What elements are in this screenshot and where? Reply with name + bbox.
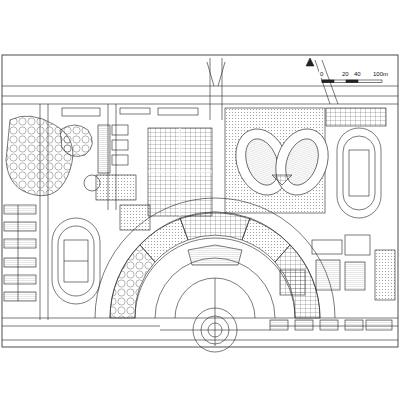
frame [2, 55, 398, 347]
building [270, 320, 392, 330]
north-arrow [306, 58, 314, 66]
stadium [227, 121, 337, 202]
running-track [52, 218, 100, 304]
scale-label: 0 [319, 71, 324, 78]
plaza [120, 205, 150, 230]
tree-area [60, 125, 92, 156]
scale-label: 40 [353, 71, 362, 78]
scale-label: 100m [372, 71, 389, 78]
scale-label: 20 [341, 71, 350, 78]
building [280, 235, 395, 300]
road [207, 58, 225, 120]
road [315, 60, 338, 104]
plaza [225, 108, 325, 213]
road [2, 86, 398, 104]
court [326, 108, 386, 126]
scale-bar [322, 80, 382, 83]
central-plaza [95, 198, 335, 352]
road [2, 318, 398, 340]
parking [148, 128, 212, 216]
building [4, 205, 36, 301]
running-track [337, 128, 381, 218]
